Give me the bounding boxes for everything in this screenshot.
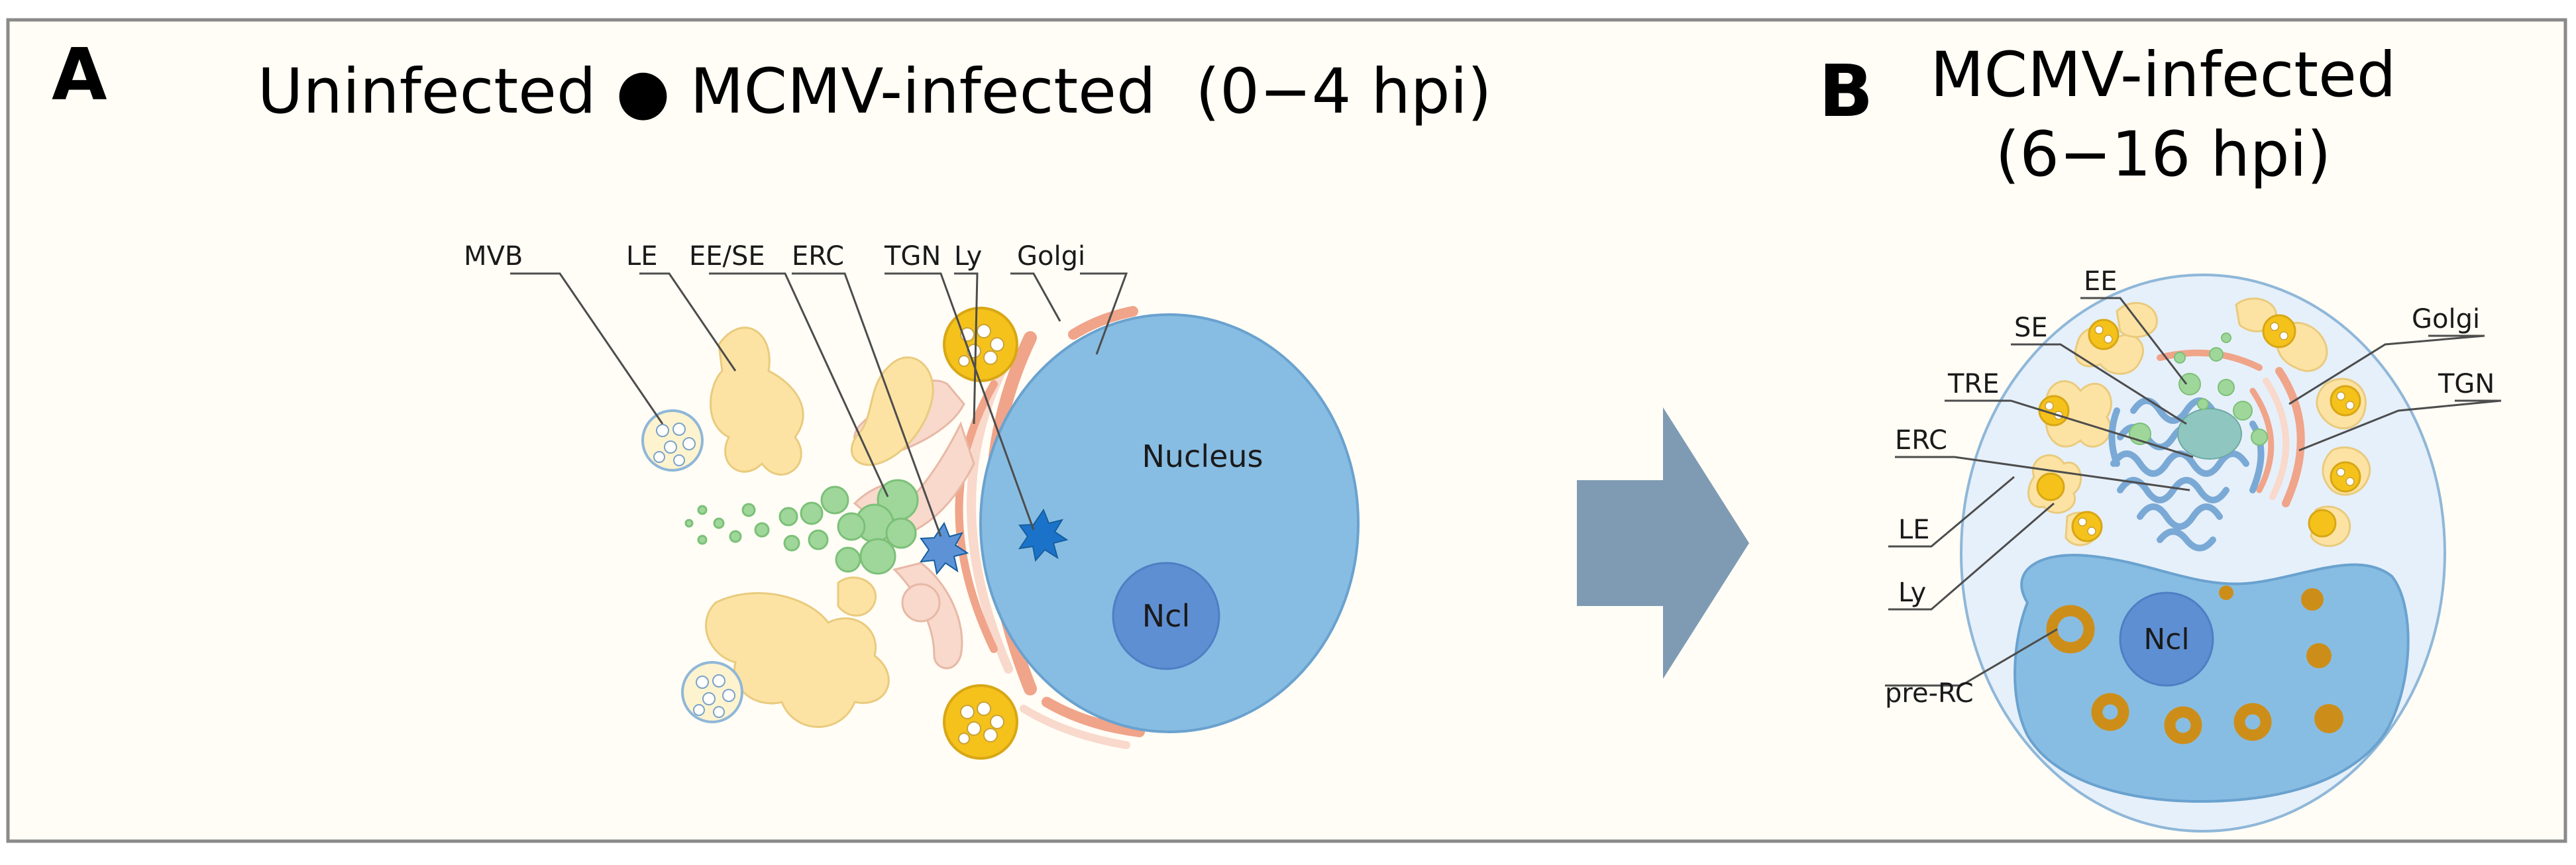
transition-arrow: [1577, 407, 1749, 679]
lysosome-contents-b: [2045, 322, 2355, 536]
label-b-erc: ERC: [1895, 425, 1947, 456]
label-b-ly: Ly: [1898, 578, 1926, 608]
endosome-cluster-b: [2129, 332, 2268, 460]
label-b-tre: TRE: [1947, 369, 2000, 399]
label-b-pre-rc: pre-RC: [1885, 678, 1974, 709]
label-b-le: LE: [1898, 515, 1930, 545]
label-b-ee: EE: [2084, 266, 2118, 297]
label-b-tgn: TGN: [2438, 369, 2495, 399]
panel-b-title-line2: (6−16 hpi): [1996, 119, 2332, 191]
label-tgn: TGN: [884, 241, 941, 272]
nucleus-label: Nucleus: [1142, 438, 1263, 474]
mvbs-a: [641, 409, 743, 723]
ncl-label-a: Ncl: [1142, 598, 1190, 634]
label-le: LE: [626, 241, 658, 272]
labels-a: MVB LE EE/SE ERC TGN Ly Golgi: [464, 241, 1085, 272]
nucleolus-b: [2119, 591, 2214, 687]
label-b-golgi: Golgi: [2412, 304, 2480, 334]
ncl-label-b: Ncl: [2143, 623, 2189, 656]
panel-a: A Uninfected ● MCMV-infected (0−4 hpi) N…: [52, 34, 1492, 760]
leader-lines-a: [510, 272, 1128, 537]
pre-rc-rings: [2046, 605, 2272, 744]
label-ly: Ly: [954, 241, 982, 272]
pre-rc-dots: [2219, 585, 2343, 733]
star-markers-a: [919, 508, 1069, 576]
label-ee-se: EE/SE: [689, 241, 765, 272]
nucleolus-a: [1112, 562, 1220, 670]
panel-b-letter: B: [1819, 50, 1873, 133]
label-b-se: SE: [2014, 313, 2048, 343]
leader-lines-b: [1885, 297, 2502, 687]
nucleus-a: [979, 313, 1360, 733]
panel-a-title: Uninfected ● MCMV-infected (0−4 hpi): [258, 56, 1492, 128]
label-erc: ERC: [792, 241, 844, 272]
nucleus-b: [2013, 554, 2410, 803]
late-endosomes-a: [705, 327, 934, 728]
panel-a-letter: A: [52, 34, 107, 117]
early-endosomes-a: [684, 479, 919, 575]
panel-b-title-line1: MCMV-infected: [1930, 39, 2396, 111]
label-golgi: Golgi: [1017, 241, 1085, 272]
lysosomes-a: [943, 307, 1018, 760]
panel-b: B MCMV-infected (6−16 hpi) Ncl: [1819, 39, 2502, 833]
label-mvb: MVB: [464, 241, 523, 272]
labels-b: EE SE TRE ERC LE Ly pre-RC Golgi TGN: [1885, 266, 2495, 709]
